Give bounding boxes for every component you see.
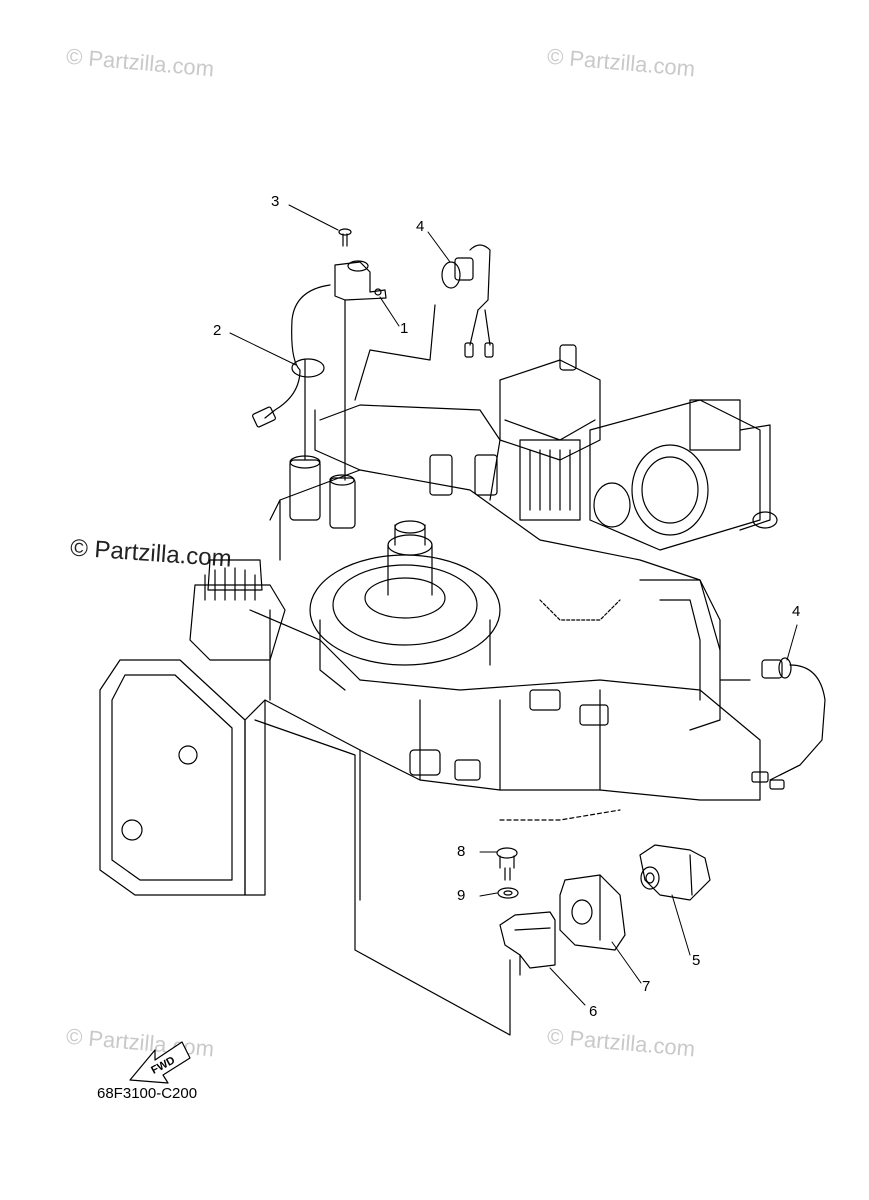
callout-6: 6 xyxy=(589,1003,598,1020)
part-9-washer xyxy=(497,887,519,899)
part-7-sensor-housing xyxy=(559,874,626,951)
callout-5: 5 xyxy=(692,952,701,969)
part-1-sensor-bracket xyxy=(334,260,387,301)
diagram-code: 68F3100-C200 xyxy=(97,1085,198,1102)
part-8-bolt xyxy=(496,847,518,881)
callout-3: 3 xyxy=(271,193,280,210)
part-6-bracket xyxy=(499,911,556,976)
part-4-temperature-sensor-right xyxy=(751,657,826,790)
callout-8: 8 xyxy=(457,843,466,860)
callout-2: 2 xyxy=(213,322,222,339)
part-4-temperature-sensor-top xyxy=(441,244,494,358)
callout-1: 1 xyxy=(400,320,409,337)
callout-9: 9 xyxy=(457,887,466,904)
part-3-screw xyxy=(338,228,352,247)
callout-7: 7 xyxy=(642,978,651,995)
callout-4-right: 4 xyxy=(792,603,801,620)
engine-block xyxy=(99,344,778,901)
reference-frame-lines xyxy=(254,299,751,1036)
part-2-wire-clamp xyxy=(252,284,331,428)
callout-leaders xyxy=(229,204,798,1006)
part-5-pressure-sensor xyxy=(639,844,711,901)
fwd-arrow-icon: FWD xyxy=(129,1041,191,1084)
callout-4-top: 4 xyxy=(416,218,425,235)
